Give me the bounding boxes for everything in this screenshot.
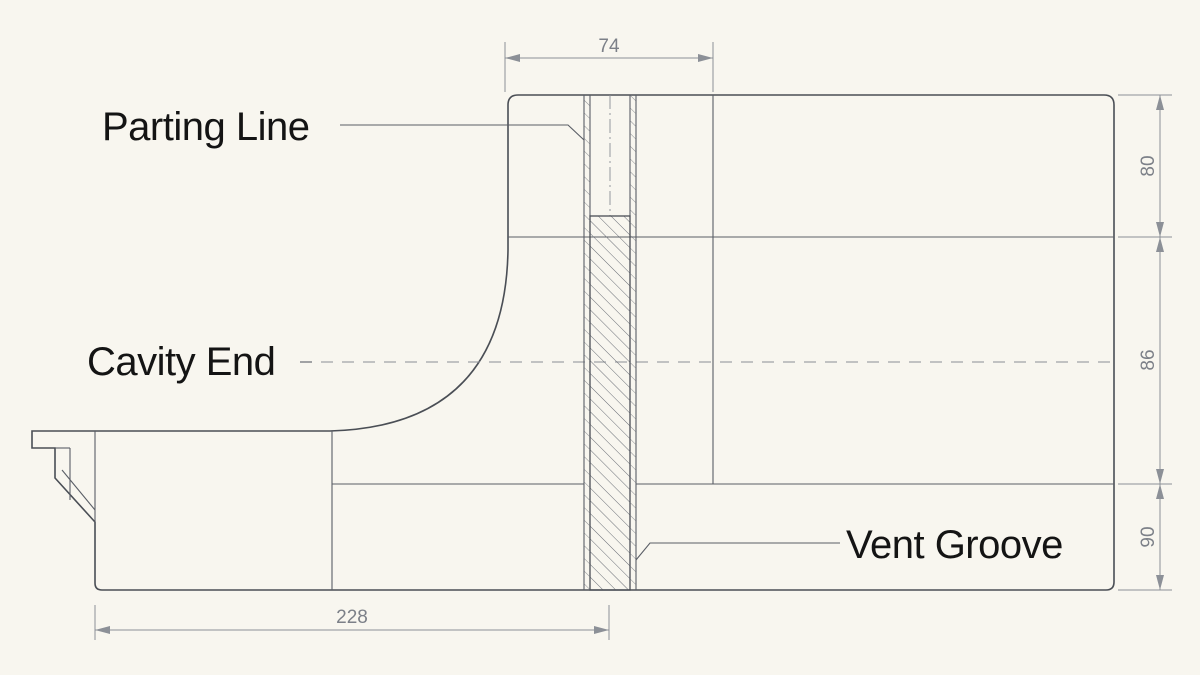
dimension-top: 74	[504, 36, 714, 92]
section-lines	[332, 95, 1114, 485]
cavity-end-callout: Cavity End	[87, 340, 312, 384]
parting-line-callout: Parting Line	[102, 105, 585, 149]
parting-line-label: Parting Line	[102, 105, 309, 149]
dimension-right-upper-value: 80	[1138, 155, 1159, 176]
dimension-right-lower-value: 90	[1138, 526, 1159, 547]
vent-groove-callout: Vent Groove	[635, 523, 1063, 567]
dimension-right-middle-value: 86	[1138, 349, 1159, 370]
cavity-end-label: Cavity End	[87, 340, 275, 384]
vent-groove-label: Vent Groove	[846, 523, 1063, 567]
vent-channel	[583, 95, 637, 591]
dimension-right: 80 86 90	[1118, 94, 1172, 591]
dimension-bottom: 228	[94, 605, 610, 640]
dimension-top-value: 74	[598, 36, 620, 57]
flange-detail	[55, 431, 333, 590]
part-outline	[31, 94, 1115, 591]
dimension-bottom-value: 228	[336, 607, 368, 628]
